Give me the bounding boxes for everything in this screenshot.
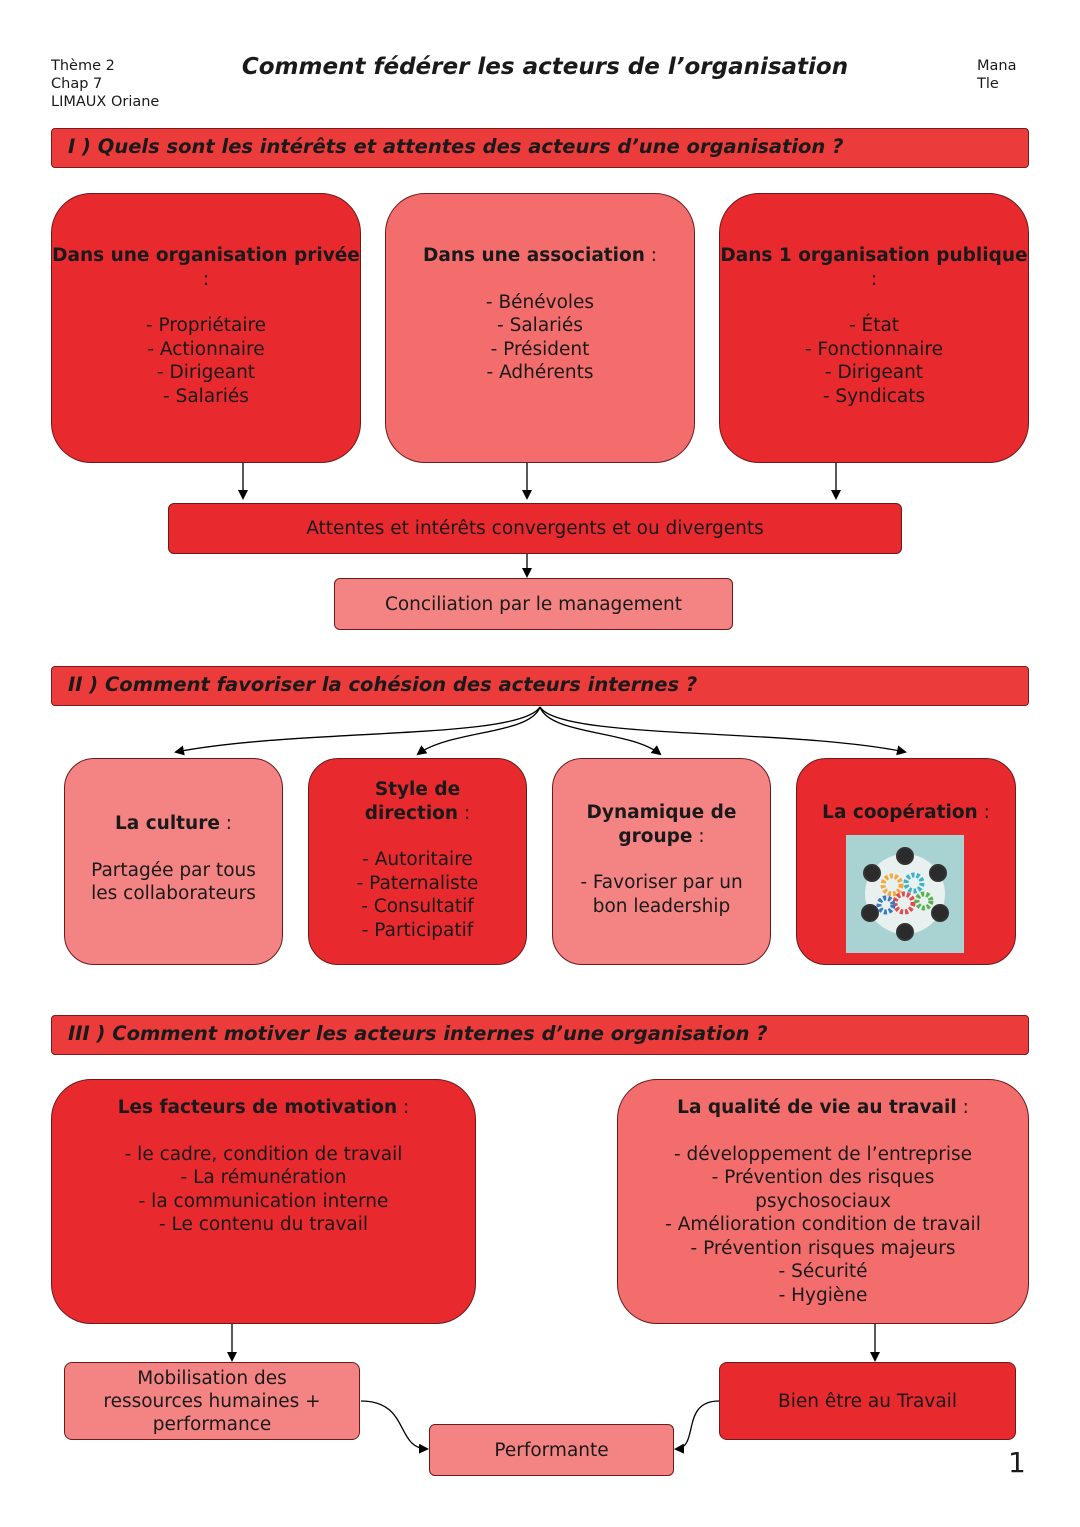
convergence-box: Attentes et intérêts convergents et ou d…: [168, 503, 902, 554]
box-title: Dynamique de groupe: [586, 802, 737, 847]
mobilisation-line: Mobilisation des: [137, 1367, 287, 1389]
list-item: - Paternaliste: [356, 872, 479, 894]
list-item: - Amélioration condition de travail: [665, 1214, 981, 1235]
box-association: Dans une association : - Bénévoles - Sal…: [385, 193, 695, 463]
box-title: La culture: [114, 813, 220, 834]
box-cooperation: La coopération :: [796, 758, 1016, 965]
author-label: LIMAUX Oriane: [51, 94, 160, 110]
list-item: - Salariés: [497, 315, 583, 336]
arrow-to-cooperation: [539, 706, 907, 756]
list-item: Partagée par tous: [91, 859, 256, 881]
cooperation-illustration: [846, 835, 964, 953]
mobilisation-line: ressources humaines +: [103, 1390, 321, 1412]
list-item: - Dirigeant: [156, 362, 256, 383]
box-culture: La culture : Partagée par tous les colla…: [64, 758, 283, 965]
arrow-to-style: [416, 706, 541, 756]
list-item: - Bénévoles: [485, 291, 595, 313]
list-item: - Sécurité: [778, 1261, 868, 1282]
list-item: - La rémunération: [180, 1167, 347, 1188]
box-style-direction: Style de direction : - Autoritaire - Pat…: [308, 758, 527, 965]
header-right: Mana Tle: [977, 57, 1016, 93]
box-title: Dans une association: [423, 245, 645, 266]
list-item: - Prévention risques majeurs: [690, 1237, 956, 1259]
performance-box: Performante: [429, 1424, 674, 1476]
page-number: 1: [1008, 1446, 1026, 1479]
list-item: - Propriétaire: [145, 315, 267, 336]
page-title: Comment fédérer les acteurs de l’organis…: [241, 54, 849, 80]
list-item: - Adhérents: [486, 362, 594, 383]
box-title: La coopération: [822, 802, 978, 823]
theme-label: Thème 2: [51, 58, 115, 74]
list-item: - Syndicats: [822, 385, 926, 407]
list-item: - Favoriser par un: [580, 872, 743, 893]
list-item: - Actionnaire: [147, 338, 265, 360]
box-quality-of-work-life: La qualité de vie au travail : - dévelop…: [617, 1079, 1029, 1324]
list-item: - Prévention des risques: [711, 1167, 935, 1188]
list-item: - Président: [490, 338, 590, 360]
list-item: - Dirigeant: [824, 362, 924, 383]
arrow-to-culture: [174, 706, 541, 756]
box-title: Dans une organisation privée: [52, 245, 360, 266]
list-item: - État: [848, 315, 900, 336]
header-left: Thème 2 Chap 7 LIMAUX Oriane: [51, 57, 159, 111]
box-title: La qualité de vie au travail: [677, 1097, 957, 1118]
box-title: Les facteurs de motivation: [117, 1097, 398, 1118]
list-item: - le cadre, condition de travail: [124, 1143, 403, 1165]
list-item: - Autoritaire: [362, 849, 473, 870]
level-label: Tle: [977, 76, 999, 92]
arrow-mobilisation-to-result: [360, 1400, 429, 1454]
list-item: - Participatif: [361, 919, 474, 941]
box-title: Dans 1 organisation publique: [720, 245, 1028, 266]
list-item: les collaborateurs: [91, 883, 256, 904]
arrow-wellbeing-to-result: [674, 1400, 720, 1454]
wellbeing-box: Bien être au Travail: [719, 1362, 1016, 1440]
list-item: - Le contenu du travail: [158, 1214, 369, 1235]
chapter-label: Chap 7: [51, 76, 103, 92]
list-item: - Salariés: [163, 385, 249, 407]
list-item: - développement de l’entreprise: [673, 1143, 973, 1165]
mobilisation-line: performance: [152, 1413, 272, 1435]
list-item: - Consultatif: [361, 896, 474, 917]
box-public-organisation: Dans 1 organisation publique : - État - …: [719, 193, 1029, 463]
list-item: - Fonctionnaire: [805, 338, 943, 360]
arrow-to-dynamique: [539, 706, 662, 756]
box-motivation-factors: Les facteurs de motivation : - le cadre,…: [51, 1079, 476, 1324]
box-private-organisation: Dans une organisation privée : - Proprié…: [51, 193, 361, 463]
list-item: - la communication interne: [138, 1190, 389, 1212]
section-2-heading: II ) Comment favoriser la cohésion des a…: [51, 666, 1029, 706]
subject-label: Mana: [977, 58, 1017, 74]
list-item: - Hygiène: [778, 1284, 868, 1306]
list-item: bon leadership: [592, 895, 731, 917]
conciliation-box: Conciliation par le management: [334, 578, 733, 630]
list-item: psychosociaux: [755, 1190, 891, 1212]
mobilisation-box: Mobilisation des ressources humaines + p…: [64, 1362, 360, 1440]
section-3-heading: III ) Comment motiver les acteurs intern…: [51, 1015, 1029, 1055]
box-dynamique-groupe: Dynamique de groupe : - Favoriser par un…: [552, 758, 771, 965]
section-1-heading: I ) Quels sont les intérêts et attentes …: [51, 128, 1029, 168]
box-title: Style de direction: [364, 779, 461, 824]
teamwork-gears-icon: [861, 847, 949, 941]
